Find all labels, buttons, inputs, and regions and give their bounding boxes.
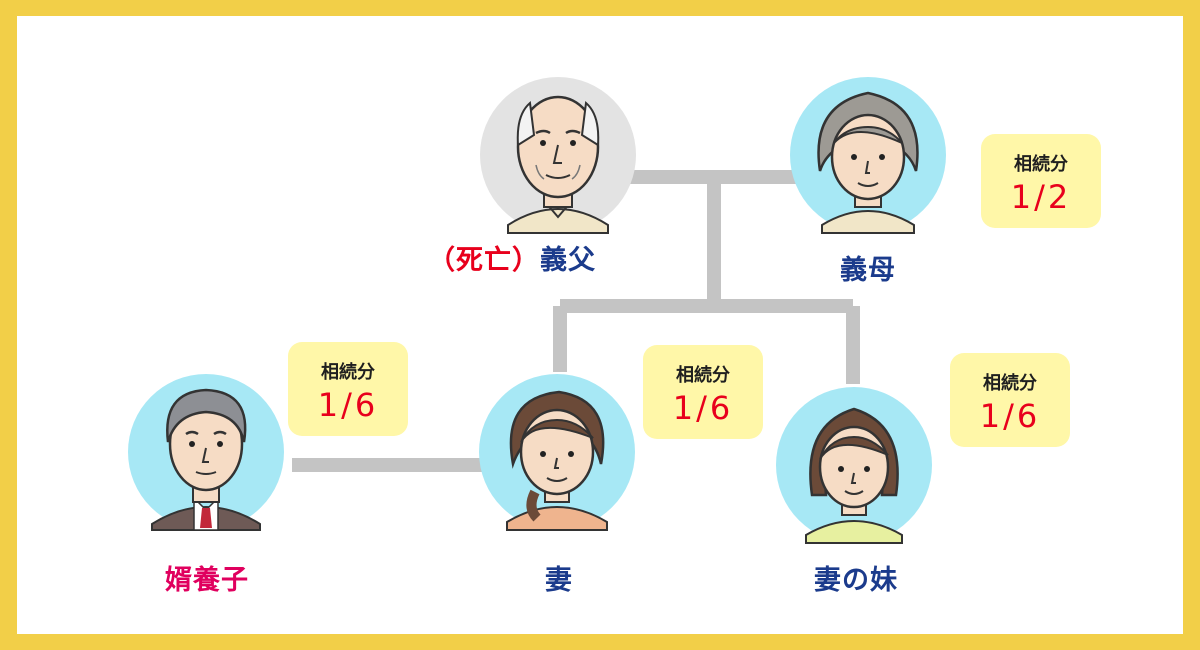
share-label: 相続分 xyxy=(1014,154,1068,175)
wife-sister-portrait xyxy=(774,385,934,545)
adopted-son-in-law-share-badge: 相続分 1/6 xyxy=(288,342,408,436)
adopted-son-in-law-portrait xyxy=(126,372,286,532)
adopted-son-in-law-name: 婿養子 xyxy=(165,565,249,596)
man-in-suit-portrait-icon xyxy=(128,374,284,531)
share-label: 相続分 xyxy=(983,373,1037,394)
wife-share-badge: 相続分 1/6 xyxy=(643,345,763,439)
father-in-law-portrait xyxy=(478,75,638,235)
share-value: 1/6 xyxy=(979,397,1041,435)
share-value: 1/6 xyxy=(672,389,734,427)
mother-in-law-portrait xyxy=(788,75,948,235)
wife-sister-name: 妻の妹 xyxy=(814,565,898,596)
wife-name: 妻 xyxy=(545,565,573,596)
mother-in-law-share-badge: 相続分 1/2 xyxy=(981,134,1101,228)
share-value: 1/6 xyxy=(317,386,379,424)
share-label: 相続分 xyxy=(676,365,730,386)
wife-portrait xyxy=(477,372,637,532)
elderly-woman-portrait-icon xyxy=(790,77,946,234)
mother-in-law-name: 義母 xyxy=(840,255,896,286)
woman-portrait-icon xyxy=(479,374,635,531)
deceased-marker: （死亡） xyxy=(428,245,540,276)
elderly-man-portrait-icon xyxy=(480,77,636,234)
share-label: 相続分 xyxy=(321,362,375,383)
wife-sister-share-badge: 相続分 1/6 xyxy=(950,353,1070,447)
share-value: 1/2 xyxy=(1010,178,1072,216)
father-in-law-label: （死亡）義父 xyxy=(428,238,596,277)
father-in-law-name: 義父 xyxy=(540,245,596,276)
young-woman-portrait-icon xyxy=(776,387,932,544)
